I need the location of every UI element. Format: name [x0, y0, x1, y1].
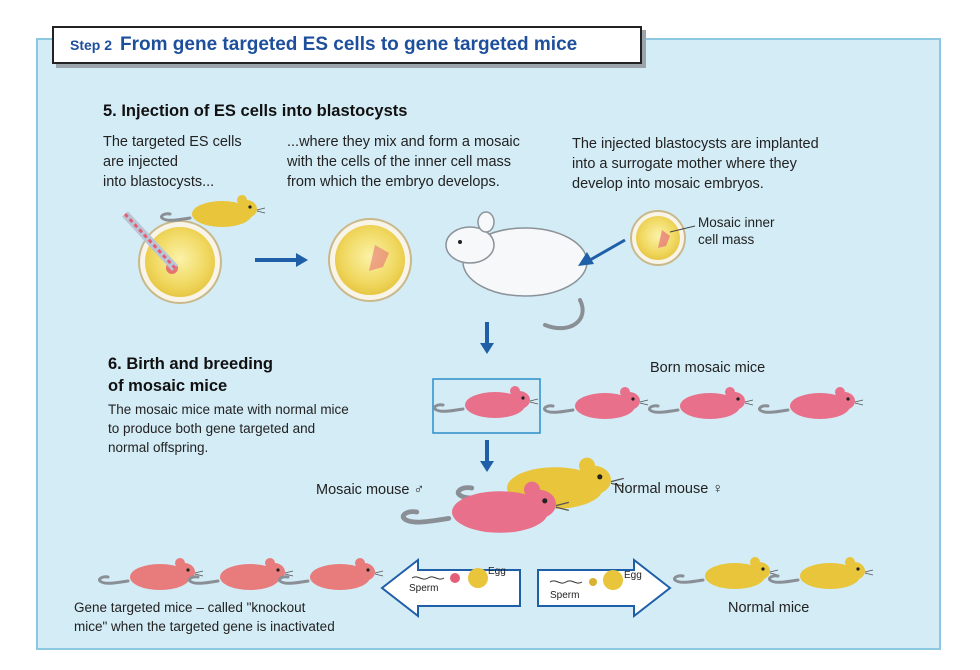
arrow-down-2: [480, 440, 494, 472]
fertilization-arrow-right: [537, 557, 672, 619]
caption-injection: The targeted ES cells are injected into …: [103, 134, 242, 190]
born-mosaic-mice: [432, 384, 865, 421]
sperm-label-right: Sperm: [550, 590, 580, 601]
blastocyst-injection: [122, 211, 222, 304]
page-title: From gene targeted ES cells to gene targ…: [120, 34, 578, 55]
selected-mosaic-box: [432, 378, 541, 434]
section6-heading: 6. Birth and breeding of mosaic mice: [108, 355, 274, 395]
sperm-label-left: Sperm: [409, 583, 439, 594]
egg-label-left: Egg: [488, 566, 506, 577]
step-number: Step 2: [70, 37, 113, 53]
knockout-mice: [97, 556, 385, 592]
normal-mice: [672, 555, 875, 591]
arrow-right-1: [255, 253, 308, 267]
arrow-down-1: [480, 322, 494, 354]
arrow-to-mother: [578, 238, 626, 266]
born-mosaic-label: Born mosaic mice: [650, 360, 766, 376]
breeding-pair: [403, 458, 624, 533]
knockout-label: Gene targeted mice – called "knockout mi…: [74, 600, 335, 634]
section6-body: The mosaic mice mate with normal mice to…: [108, 402, 349, 455]
mosaic-inner-cell-mass: [630, 210, 696, 266]
section5-heading: 5. Injection of ES cells into blastocyst…: [103, 102, 408, 120]
egg-label-right: Egg: [624, 570, 642, 581]
step-header: Step 2 From gene targeted ES cells to ge…: [52, 26, 642, 64]
caption-mix: ...where they mix and form a mosaic with…: [287, 134, 520, 190]
normal-mouse-label: Normal mouse ♀: [614, 481, 724, 497]
surrogate-mouse: [445, 211, 588, 331]
caption-implant: The injected blastocysts are implanted i…: [572, 136, 819, 192]
fertilization-arrow-left: [380, 557, 521, 619]
mosaic-inner-cell-mass-label: Mosaic inner cell mass: [698, 215, 775, 247]
normal-mice-label: Normal mice: [728, 600, 810, 616]
mosaic-mouse-label: Mosaic mouse ♂: [316, 482, 425, 498]
blastocyst-mosaic: [328, 218, 412, 302]
